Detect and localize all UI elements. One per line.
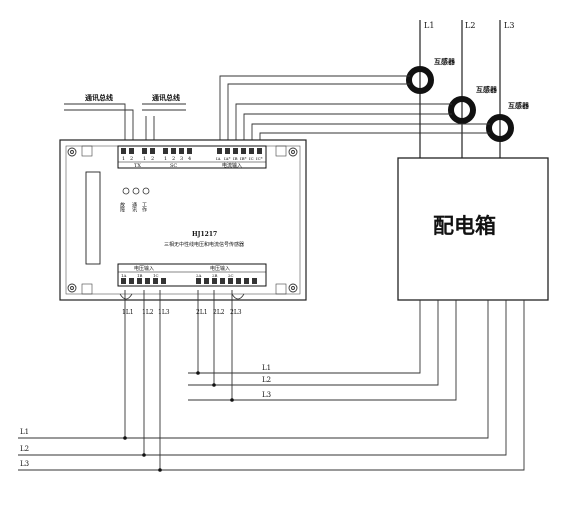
lower-bus — [18, 300, 525, 471]
device-display-window — [85, 171, 101, 265]
comm-bus-right-label: 通讯总线 — [152, 93, 180, 102]
bottom-label-2l3: 2L3 — [230, 309, 242, 316]
distribution-cabinet — [397, 157, 549, 301]
comm-bus-left-label: 通讯总线 — [85, 93, 113, 102]
top-terminal-tx-label: TX — [134, 163, 141, 169]
middle-bus-l1-label: L1 — [262, 364, 271, 372]
device-description: 三相无中性线电压和电流信号传感器 — [164, 241, 244, 248]
device-model: HJ1217 — [192, 231, 217, 238]
din-clips — [119, 293, 245, 300]
status-leds — [122, 187, 150, 195]
middle-bus-nodes — [196, 371, 234, 402]
cabinet-label: 配电箱 — [433, 213, 496, 238]
work-led-icon — [142, 187, 150, 195]
top-bus-l1-label: L1 — [424, 21, 434, 30]
bottom-terminal-current-label: 电压输入 — [210, 265, 230, 272]
transformer-label-2: 互感器 — [476, 85, 498, 94]
bottom-label-2l2: 2L2 — [213, 309, 225, 316]
transformer-label-1: 互感器 — [434, 57, 456, 66]
top-terminal-sc-label: SC — [170, 163, 177, 169]
middle-bus — [188, 300, 457, 401]
mounting-screws — [67, 147, 298, 293]
lower-bus-l1-label: L1 — [20, 428, 29, 436]
comm-bus-wires — [64, 103, 186, 148]
top-bus-l3-label: L3 — [504, 21, 514, 30]
bottom-terminal-voltage-label: 电压输入 — [134, 265, 154, 272]
top-terminal-current-label: 电流输入 — [222, 162, 242, 169]
top-terminal-strip — [117, 145, 267, 169]
top-bus-l2-label: L2 — [465, 21, 475, 30]
transformer-ring-1 — [406, 66, 434, 94]
lower-bus-l3-label: L3 — [20, 460, 29, 468]
bottom-wires — [124, 290, 233, 470]
bottom-label-1l2: 1L2 — [142, 309, 154, 316]
bottom-label-1l3: 1L3 — [158, 309, 170, 316]
bottom-label-1l1: 1L1 — [122, 309, 134, 316]
comm-led-icon — [132, 187, 140, 195]
bottom-terminal-strip — [117, 263, 267, 287]
transformer-ring-2 — [448, 96, 476, 124]
lower-bus-nodes — [123, 436, 162, 472]
led-label-3: 工作 — [141, 202, 147, 213]
lower-bus-l2-label: L2 — [20, 445, 29, 453]
current-transformers — [406, 66, 514, 142]
middle-bus-l3-label: L3 — [262, 391, 271, 399]
transformer-ring-3 — [486, 114, 514, 142]
led-label-1: 故障 — [119, 201, 125, 213]
middle-bus-l2-label: L2 — [262, 376, 271, 384]
fault-led-icon — [122, 187, 130, 195]
bottom-label-2l1: 2L1 — [196, 309, 208, 316]
transformer-label-3: 互感器 — [508, 101, 530, 110]
led-label-2: 通讯 — [131, 201, 137, 213]
